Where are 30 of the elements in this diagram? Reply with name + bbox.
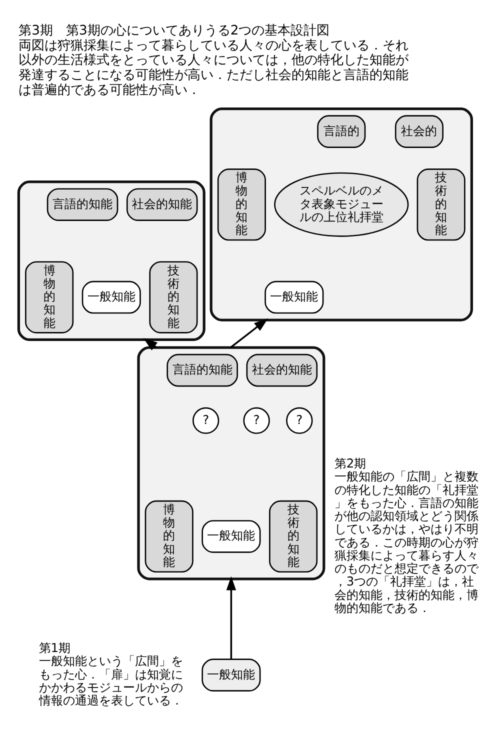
node-label: 第2期 (334, 456, 366, 470)
node-box: 技術的知能 (416, 168, 466, 240)
node-label: 一般知能という「広間」をもった心．「扉」は知覚にかかわるモジュールからの情報の通過を表している． (38, 654, 183, 708)
node-circle: ? (243, 406, 270, 434)
node-box: 一般知能 (82, 280, 141, 314)
node-box: 社会的知能 (126, 188, 198, 220)
node-box: 博物的知能 (25, 260, 74, 333)
cluster (17, 180, 206, 341)
node-label: 一般知能の「広間」と複数の特化した知能の「礼拝堂」をもった心．言語の知能が他の認知領域とどう関係しているかは，やはり不明である．この時期の心が狩猟採集によって暮らす人々のものだと想定できるので，3つの「礼拝堂」は，社会的知能，技術的知能，博物的知能である． (334, 469, 478, 614)
node-box: 言語的知能 (166, 353, 238, 386)
arrow (230, 318, 268, 348)
node-circle: ? (286, 406, 313, 434)
node-box: 言語的知能 (46, 188, 118, 220)
diagram-title: 第3期 第3期の心についてありうる2つの基本設計図 (18, 22, 330, 38)
caption: 両図は狩猟採集によって暮らしている人々の心を表している．それ以外の生活様式をとっている人々については，他の特化した知能が発達することになる可能性が高い．ただし社会的知能と言語的知能は普遍的である可能性が高い． (18, 38, 409, 98)
node-label: 第1期 (38, 640, 71, 655)
arrow (226, 576, 236, 659)
node-ellipse: スペルベルのメタ表象モジュールの上位礼拝堂 (274, 172, 409, 236)
node-box: 技術的知能 (149, 260, 198, 333)
node-box: 一般知能 (264, 280, 324, 314)
node-box: 言語的 (317, 114, 366, 148)
node-box: 一般知能 (202, 520, 261, 552)
node-box: 技術的知能 (269, 500, 318, 572)
node-box: 博物的知能 (144, 500, 194, 572)
cluster (210, 107, 473, 321)
node-box: 社会的知能 (246, 353, 318, 386)
node-box: 一般知能 (202, 658, 261, 691)
node-box: 博物的知能 (217, 168, 266, 240)
node-circle: ? (192, 406, 220, 434)
node-box: 社会的 (394, 114, 444, 148)
